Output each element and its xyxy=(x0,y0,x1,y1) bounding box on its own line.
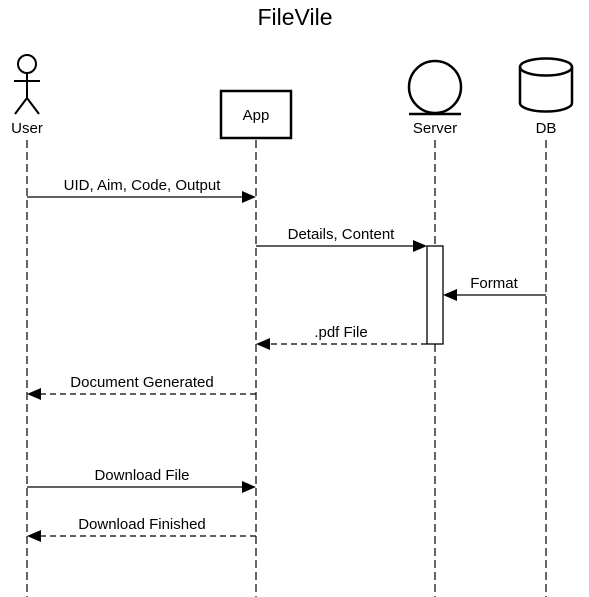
stick-figure-icon xyxy=(14,54,40,115)
message-download-file: Download File xyxy=(27,467,256,493)
participant-app-label: App xyxy=(243,107,270,124)
arrowhead-icon xyxy=(413,240,427,252)
participant-app: App xyxy=(219,89,293,140)
arrowhead-icon xyxy=(256,338,270,350)
participant-db: DB xyxy=(518,57,574,137)
entity-icon xyxy=(407,59,463,116)
message-details-content: Details, Content xyxy=(256,226,427,252)
arrowhead-icon xyxy=(242,191,256,203)
message-uid-aim-code-output: UID, Aim, Code, Output xyxy=(27,177,256,203)
arrowhead-icon xyxy=(27,530,41,542)
arrowhead-icon xyxy=(242,481,256,493)
message-pdf-file: .pdf File xyxy=(256,324,427,350)
diagram-title: FileVile xyxy=(258,4,333,30)
message-format: Format xyxy=(443,275,546,301)
message-label: Download File xyxy=(94,467,189,484)
participant-server: Server xyxy=(407,59,463,137)
message-document-generated: Document Generated xyxy=(27,374,256,400)
participant-user-label: User xyxy=(11,120,43,137)
participant-user: User xyxy=(11,54,43,137)
database-icon xyxy=(518,57,574,113)
message-label: Format xyxy=(470,275,518,292)
message-label: UID, Aim, Code, Output xyxy=(64,177,222,194)
message-label: .pdf File xyxy=(314,324,367,341)
server-activation-bar xyxy=(426,245,444,345)
participant-db-label: DB xyxy=(536,120,557,137)
message-label: Details, Content xyxy=(288,226,396,243)
arrowhead-icon xyxy=(443,289,457,301)
arrowhead-icon xyxy=(27,388,41,400)
participant-app-box xyxy=(219,89,293,140)
message-download-finished: Download Finished xyxy=(27,516,256,542)
participant-server-label: Server xyxy=(413,120,457,137)
message-label: Download Finished xyxy=(78,516,206,533)
message-label: Document Generated xyxy=(70,374,213,391)
